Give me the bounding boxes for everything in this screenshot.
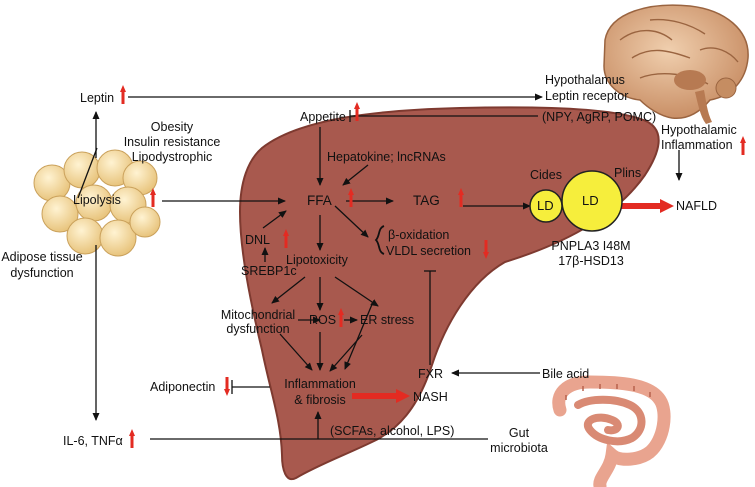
ffa-label: FFA	[307, 193, 332, 208]
fxr-label: FXR	[418, 367, 443, 381]
nash-label: NASH	[413, 390, 448, 404]
adiponectin-label: Adiponectin	[150, 380, 216, 394]
srebp1c-label: SREBP1c	[241, 264, 297, 278]
obesity-label: Obesity	[150, 120, 194, 134]
lipotoxicity-label: Lipotoxicity	[286, 253, 348, 267]
inflammation-label: Inflammation	[284, 377, 356, 391]
lipolysis-label: Lipolysis	[73, 193, 121, 207]
bile-acid-label: Bile acid	[542, 367, 590, 381]
scfas-label: (SCFAs, alcohol, LPS)	[330, 424, 455, 438]
microbiota-label: microbiota	[490, 441, 548, 455]
adipose-tissue-label: Adipose tissue	[1, 250, 83, 264]
gut-icon	[552, 375, 671, 487]
leptin-label: Leptin	[80, 91, 115, 105]
appetite-label: Appetite	[300, 110, 346, 124]
adipose-dysfunction-label: dysfunction	[10, 266, 74, 280]
leptin-receptor-label: Leptin receptor	[545, 89, 629, 103]
fibrosis-label: & fibrosis	[294, 393, 346, 407]
il6-tnfa-label: IL-6, TNFα	[63, 434, 123, 448]
lipodystrophic-label: Lipodystrophic	[131, 150, 213, 164]
ld-small-label: LD	[537, 198, 554, 213]
hypothalamus-label: Hypothalamus	[545, 73, 625, 87]
hypothalamic-inflammation-label: Inflammation	[661, 138, 733, 152]
plins-label: Plins	[614, 166, 642, 180]
insulin-resistance-label: Insulin resistance	[123, 135, 221, 149]
hypothalamic-label: Hypothalamic	[661, 123, 737, 137]
ld-large-label: LD	[582, 193, 599, 208]
hepatokine-label: Hepatokine; lncRNAs	[327, 150, 446, 164]
vldl-secretion-label: VLDL secretion	[386, 244, 471, 258]
adipocyte-cluster-icon	[33, 149, 161, 257]
brain-icon	[603, 4, 749, 124]
neuropeptides-label: (NPY, AgRP, POMC)	[542, 110, 657, 124]
hsd13-label: 17β-HSD13	[558, 254, 624, 268]
mitochondrial-label: Mitochondrial	[220, 308, 296, 322]
ros-label: ROS	[309, 313, 337, 327]
cides-label: Cides	[530, 168, 562, 182]
er-stress-label: ER stress	[360, 313, 415, 327]
dnl-label: DNL	[245, 233, 271, 247]
tag-label: TAG	[413, 193, 440, 208]
nafld-label: NAFLD	[676, 199, 717, 213]
beta-oxidation-label: β-oxidation	[388, 228, 450, 242]
gut-label: Gut	[508, 426, 530, 440]
lipid-droplets	[529, 170, 623, 232]
mitochondrial-dysfunction-label: dysfunction	[226, 322, 290, 336]
pnpla3-label: PNPLA3 I48M	[551, 239, 631, 253]
